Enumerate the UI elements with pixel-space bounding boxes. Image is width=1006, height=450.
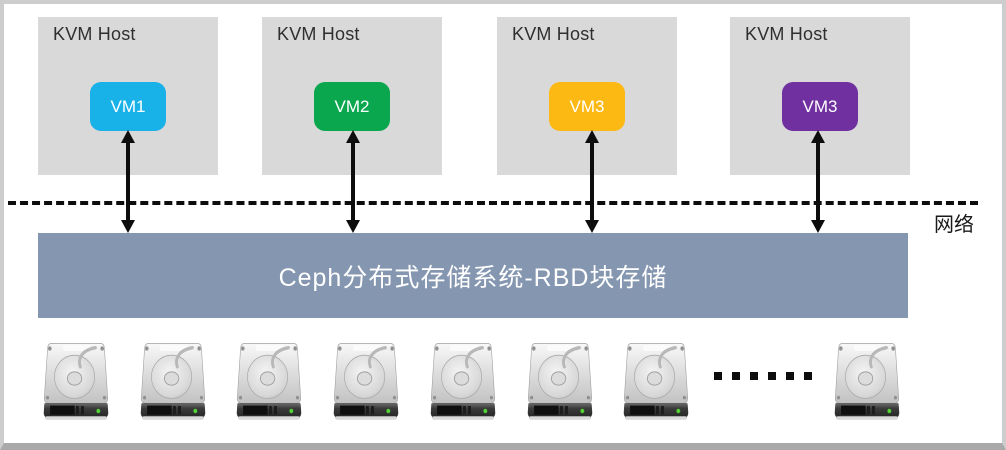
ellipsis-dot: [768, 372, 776, 380]
arrow-head-down-icon: [121, 220, 135, 233]
kvm-host-box: KVM Host VM3: [497, 17, 677, 175]
hard-disk-icon: [620, 341, 692, 421]
vm-box: VM3: [549, 82, 625, 131]
arrow-head-down-icon: [346, 220, 360, 233]
arrow-shaft: [816, 137, 820, 226]
ellipsis-dot: [750, 372, 758, 380]
hard-disk-icon: [40, 341, 112, 421]
kvm-host-label: KVM Host: [512, 24, 595, 44]
network-dashed-line: [8, 201, 978, 205]
arrow-head-up-icon: [585, 130, 599, 143]
ellipsis-dots: [714, 372, 812, 380]
arrow-head-down-icon: [811, 220, 825, 233]
hard-disk-icon: [137, 341, 209, 421]
vm-box: VM2: [314, 82, 390, 131]
arrow-shaft: [126, 137, 130, 226]
storage-bar-label: Ceph分布式存储系统-RBD块存储: [278, 263, 668, 292]
vm-box: VM1: [90, 82, 166, 131]
vm-box: VM3: [782, 82, 858, 131]
arrow-head-up-icon: [346, 130, 360, 143]
double-arrow: [810, 130, 826, 233]
double-arrow: [584, 130, 600, 233]
double-arrow: [345, 130, 361, 233]
arrow-shaft: [590, 137, 594, 226]
hard-disk-icon: [330, 341, 402, 421]
ellipsis-dot: [714, 372, 722, 380]
hard-disk-icon: [427, 341, 499, 421]
ellipsis-dot: [804, 372, 812, 380]
kvm-host-label: KVM Host: [745, 24, 828, 44]
hard-disk-icon: [831, 341, 903, 421]
arrow-shaft: [351, 137, 355, 226]
network-label: 网络: [934, 214, 974, 236]
ellipsis-dot: [786, 372, 794, 380]
ellipsis-dot: [732, 372, 740, 380]
kvm-host-label: KVM Host: [53, 24, 136, 44]
kvm-host-label: KVM Host: [277, 24, 360, 44]
arrow-head-up-icon: [121, 130, 135, 143]
kvm-host-box: KVM Host VM3: [730, 17, 910, 175]
storage-bar: Ceph分布式存储系统-RBD块存储: [38, 233, 908, 318]
arrow-head-up-icon: [811, 130, 825, 143]
hard-disk-icon: [524, 341, 596, 421]
hard-disk-icon: [233, 341, 305, 421]
double-arrow: [120, 130, 136, 233]
arrow-head-down-icon: [585, 220, 599, 233]
